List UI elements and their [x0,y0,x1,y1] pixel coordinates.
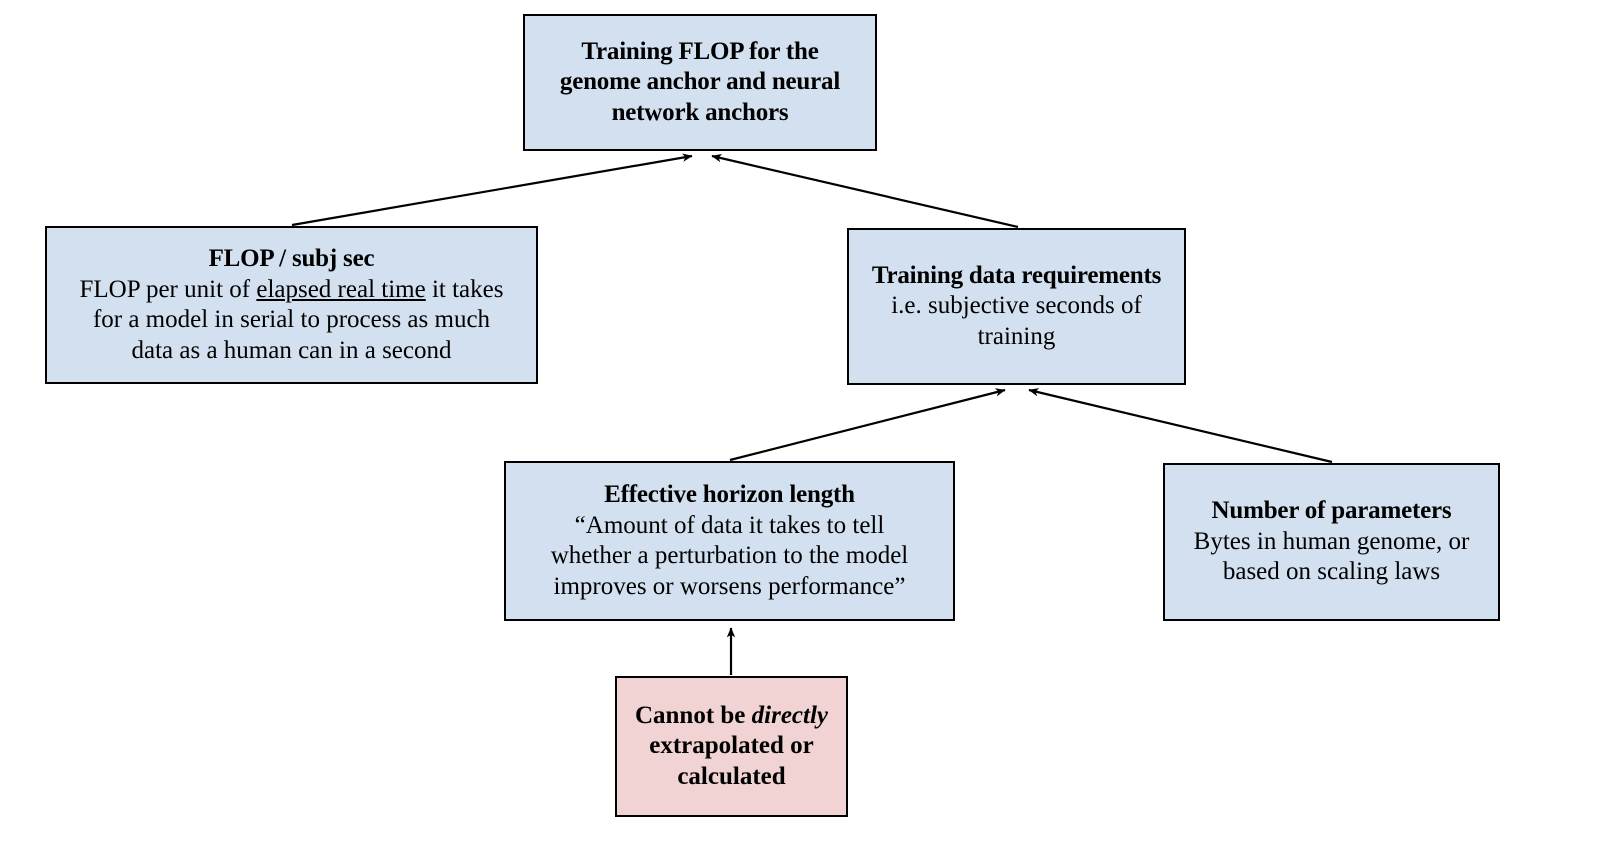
edge-number-params-to-training-data [1028,388,1333,464]
node-training-data-requirements-title: Training data requirements [871,261,1162,289]
node-training-data-requirements-body: i.e. subjective seconds of training [891,292,1142,350]
node-flop-subj-sec-body-underlined: elapsed real time [256,275,426,303]
edge-training-data-to-training-flop [711,154,1019,229]
node-effective-horizon-length-title: Effective horizon length [604,481,855,508]
node-flop-subj-sec-body: FLOP per unit of elapsed real time it ta… [80,275,504,367]
cannot-extrapolate-text-part1: Cannot be [634,701,752,729]
node-flop-subj-sec-title: FLOP / subj sec [208,245,375,272]
node-flop-subj-sec[interactable]: FLOP / subj sec FLOP per unit of elapsed… [45,226,538,384]
node-number-of-parameters-title: Number of parameters [1211,497,1452,525]
node-training-flop-title: Training FLOP for the genome anchor and … [559,37,841,126]
node-number-of-parameters[interactable]: Number of parameters Bytes in human geno… [1163,463,1500,621]
node-effective-horizon-length[interactable]: Effective horizon length “Amount of data… [504,461,955,621]
node-effective-horizon-length-body: “Amount of data it takes to tell whether… [550,511,909,600]
node-number-of-parameters-body: Bytes in human genome, or based on scali… [1193,527,1470,586]
node-training-flop[interactable]: Training FLOP for the genome anchor and … [523,14,877,151]
node-flop-subj-sec-body-part2: it takes for a model in serial to proces… [92,275,504,364]
node-cannot-be-directly-extrapolated[interactable]: Cannot be directly extrapolated or calcu… [615,676,848,817]
edge-flop-subj-sec-to-training-flop [291,153,693,227]
node-cannot-be-directly-extrapolated-text: Cannot be directly extrapolated or calcu… [635,701,828,793]
node-flop-subj-sec-body-part1: FLOP per unit of [79,275,257,303]
edge-effective-horizon-to-training-data [729,388,1006,462]
cannot-extrapolate-emphasis: directly [751,701,829,729]
node-training-data-requirements[interactable]: Training data requirements i.e. subjecti… [847,228,1186,385]
cannot-extrapolate-text-part2: extrapolated or calculated [649,732,814,790]
